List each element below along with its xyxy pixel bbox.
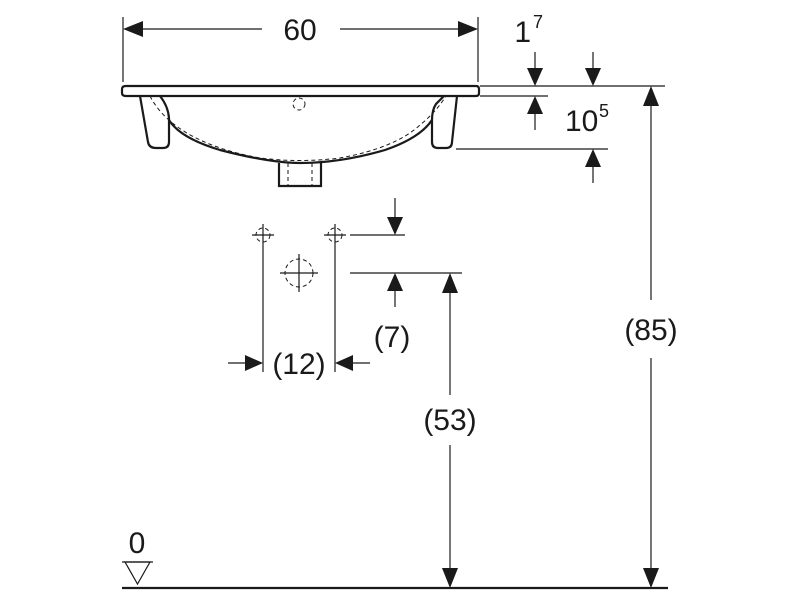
offset-arrow-up	[387, 273, 403, 291]
spacing-arrow-right	[335, 355, 353, 371]
rim-thickness-sup: 7	[533, 12, 543, 32]
supply-offset-label: (7)	[374, 321, 411, 354]
total-height-arrow-bottom	[643, 568, 659, 588]
rim-thickness-label: 1	[514, 16, 531, 49]
floor-level-label: 0	[129, 527, 146, 560]
basin-bowl-inner	[149, 95, 447, 161]
rim-thickness-dimension: 1 7	[480, 12, 665, 130]
basin-depth-sup: 5	[599, 101, 609, 121]
depth-arrow-down	[585, 68, 601, 86]
supply-spacing-label: (12)	[272, 348, 325, 381]
basin-depth-dimension: 10 5	[456, 52, 609, 183]
hot-water-connection-icon	[324, 224, 346, 246]
floor-level: 0	[122, 527, 668, 590]
basin-bowl-outer	[168, 119, 433, 165]
supply-offset-dimension: (7)	[350, 198, 462, 354]
width-dimension: 60	[122, 14, 479, 82]
width-label: 60	[283, 14, 316, 47]
basin-left-support	[138, 95, 171, 150]
rim-arrow-up	[527, 96, 543, 114]
depth-arrow-up	[585, 149, 601, 167]
basin-drain	[277, 163, 323, 188]
level-marker-icon	[123, 561, 152, 586]
rim-thickness-base: 1	[514, 16, 531, 49]
rim-arrow-down	[527, 68, 543, 86]
supply-height-label: (53)	[423, 404, 476, 437]
supply-height-arrow-top	[442, 273, 458, 293]
total-height-dimension: (85)	[624, 86, 678, 588]
washbasin	[120, 84, 481, 188]
width-arrow-left	[123, 21, 143, 37]
offset-arrow-down	[387, 217, 403, 235]
cold-water-connection-icon	[252, 224, 274, 246]
basin-rim	[120, 84, 481, 98]
total-height-label: (85)	[624, 314, 677, 347]
supply-height-arrow-bottom	[442, 568, 458, 588]
basin-right-support	[430, 95, 459, 150]
supply-height-dimension: (53)	[423, 273, 477, 588]
tap-hole	[292, 97, 306, 111]
width-arrow-right	[458, 21, 478, 37]
supply-connections	[252, 224, 346, 372]
total-height-arrow-top	[643, 86, 659, 106]
spacing-arrow-left	[245, 355, 263, 371]
basin-depth-base: 10	[565, 105, 598, 138]
supply-spacing-dimension: (12)	[228, 348, 370, 381]
drain-connection-icon	[280, 254, 318, 292]
